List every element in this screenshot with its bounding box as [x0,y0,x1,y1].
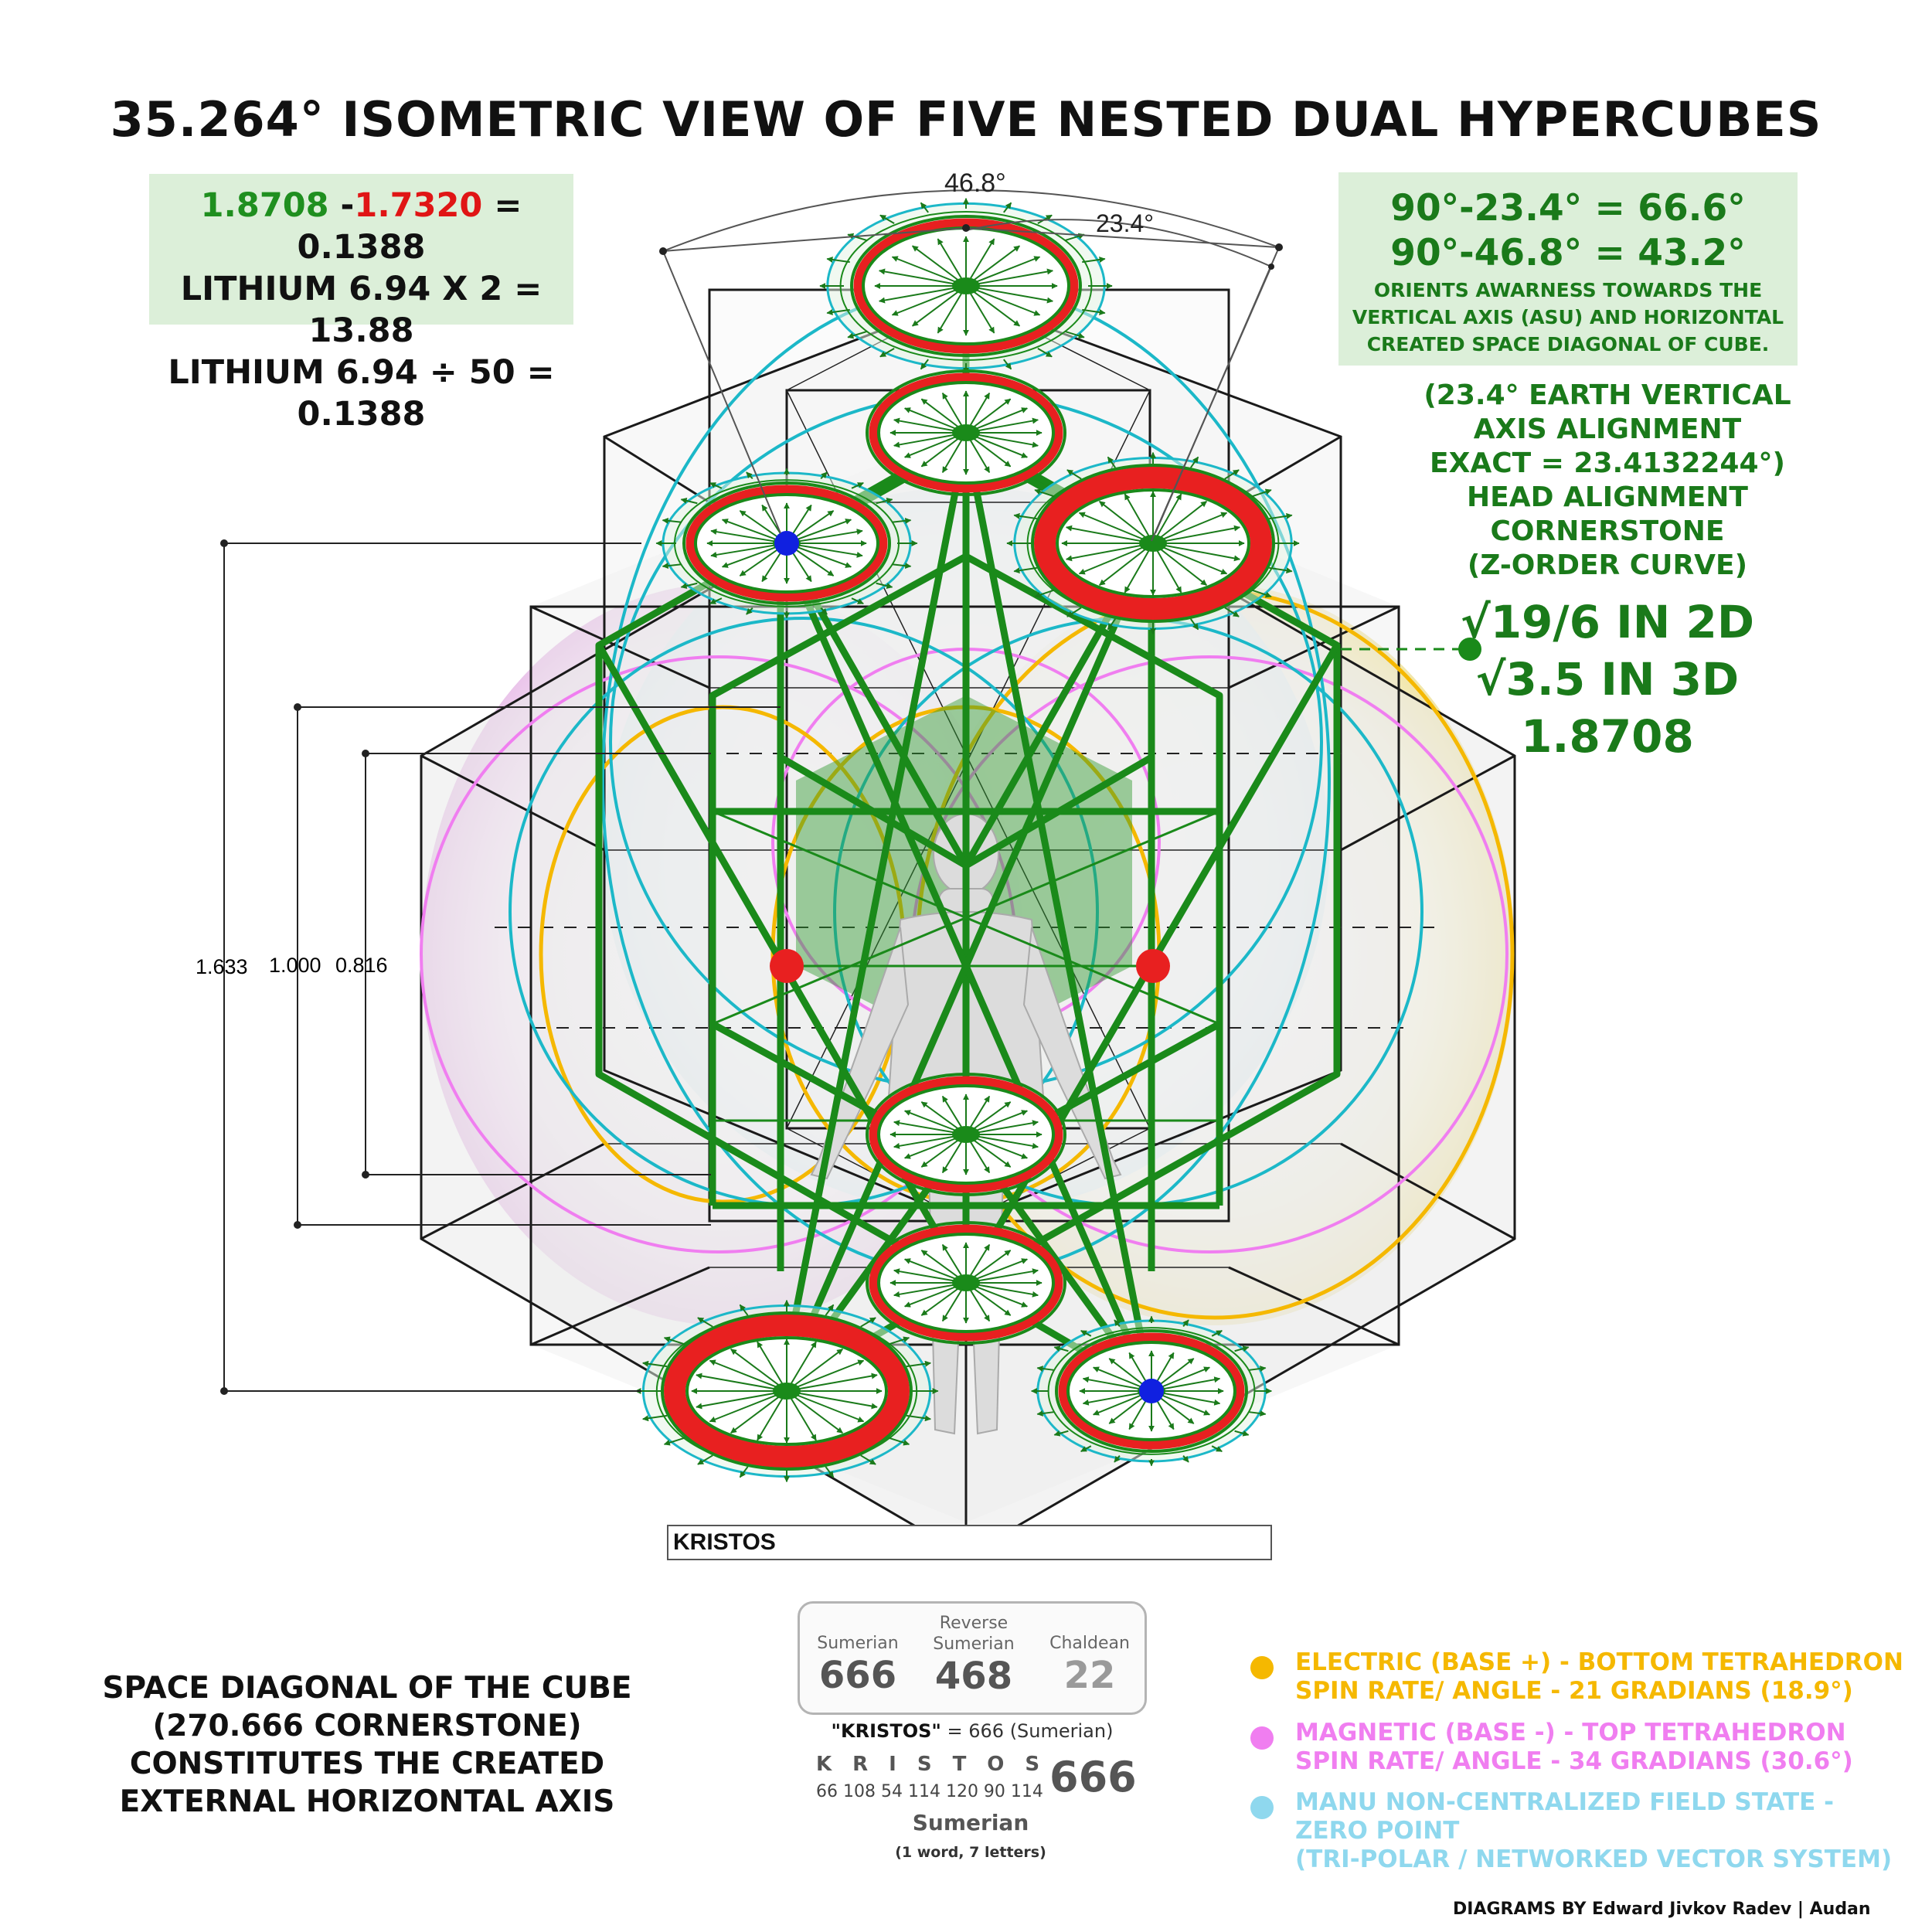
earth-note-line-3: EXACT = 23.4132244°) [1430,447,1785,479]
angle-label-outer: 46.8° [944,168,1006,198]
chaldean-label: Chaldean [1049,1634,1130,1653]
angle-label-inner: 23.4° [1096,209,1154,237]
angle-box: 90°-23.4° = 66.6° 90°-46.8° = 43.2° ORIE… [1338,172,1798,366]
crown-disc [819,198,1113,374]
lithium-line-2: LITHIUM 6.94 X 2 = 13.88 [180,270,543,350]
credit-line: DIAGRAMS BY Edward Jivkov Radev | Audan [1453,1900,1871,1919]
angle-arcs [662,189,1280,542]
kristos-letter-values: 66 108 54 114 120 90 114 [816,1782,1043,1801]
gematria-card: Sumerian 666 Reverse Sumerian 468 Chalde… [798,1601,1147,1715]
measure-1633: 1.633 [196,955,248,978]
space-diag-line-3: CONSTITUTES THE CREATED [129,1747,605,1781]
legend-text-electric: ELECTRIC (BASE +) - BOTTOM TETRAHEDRON S… [1295,1648,1903,1706]
page-title: 35.264° ISOMETRIC VIEW OF FIVE NESTED DU… [110,91,1822,148]
space-diag-line-2: (270.666 CORNERSTONE) [152,1709,582,1743]
angle-node-apex [962,224,970,232]
legend-dot-manu [1250,1796,1274,1819]
reverse-label: Sumerian [933,1634,1015,1654]
earth-note-line-6: (Z-ORDER CURVE) [1467,549,1748,581]
legend-manu-line-2: (TRI-POLAR / NETWORKED VECTOR SYSTEM) [1295,1845,1893,1873]
summary-word: "KRISTOS" [831,1720,941,1742]
lithium-line-3: LITHIUM 6.94 ÷ 50 = 0.1388 [168,353,555,434]
angle-node-right [1275,243,1283,251]
legend-dot-electric [1250,1656,1274,1679]
legend-manu-line-1: MANU NON-CENTRALIZED FIELD STATE - ZERO … [1295,1788,1835,1845]
measure-0816: 0.816 [335,954,388,977]
left-red-node [770,949,804,983]
legend-magnetic-line-1: MAGNETIC (BASE -) - TOP TETRAHEDRON [1295,1719,1846,1747]
equation-result: = 0.1388 [297,186,522,267]
angle-node-left [659,247,667,255]
gematria-summary: "KRISTOS" = 666 (Sumerian) [720,1720,1224,1742]
head-blue-node [774,531,799,556]
kristos-total: 666 [1049,1753,1137,1801]
third-eye-disc [866,369,1066,496]
angle-note-1: ORIENTS AWARNESS TOWARDS THE [1373,279,1763,301]
legend-electric-line-1: ELECTRIC (BASE +) - BOTTOM TETRAHEDRON [1295,1648,1903,1676]
angle-note-3: CREATED SPACE DIAGONAL OF CUBE. [1366,333,1770,355]
space-diag-line-1: SPACE DIAGONAL OF THE CUBE [102,1671,632,1706]
legend-electric-line-2: SPIN RATE/ ANGLE - 21 GRADIANS (18.9°) [1295,1677,1853,1705]
earth-axis-note: (23.4° EARTH VERTICAL AXIS ALIGNMENT EXA… [1345,379,1870,583]
reverse-label-top: Reverse [939,1614,1009,1633]
root-disc [866,1221,1066,1345]
reverse-sumerian-column: Reverse Sumerian 468 [916,1613,1032,1698]
earth-note-line-2: AXIS ALIGNMENT [1473,413,1742,445]
lithium-equation: 1.8708 -1.7320 = 0.1388 [149,185,573,268]
chaldean-value: 22 [1063,1654,1116,1697]
sqrt-2d: √19/6 IN 2D [1461,596,1754,648]
earth-note-line-5: CORNERSTONE [1490,515,1725,547]
chaldean-column: Chaldean 22 [1032,1633,1148,1697]
earth-note-line-4: HEAD ALIGNMENT [1467,481,1748,513]
value-a: 1.8708 [200,186,329,225]
foot-left-disc [634,1299,939,1483]
kristos-letters: KRISTOS [816,1753,1061,1776]
angle-eq-1: 90°-23.4° = 66.6° [1390,187,1746,230]
reverse-value: 468 [934,1655,1013,1698]
cipher-label: Sumerian [912,1810,1029,1835]
angle-eq-2: 90°-46.8° = 43.2° [1390,232,1746,274]
right-red-node [1136,949,1170,983]
measure-brackets [223,543,781,1392]
measure-1000: 1.000 [269,954,321,977]
value-b: 1.7320 [354,186,483,225]
angle-node-inner [1268,264,1274,270]
space-diag-line-4: EXTERNAL HORIZONTAL AXIS [119,1784,615,1819]
sqrt-3d: √3.5 IN 3D [1475,653,1740,706]
space-diagonal-note: SPACE DIAGONAL OF THE CUBE (270.666 CORN… [100,1669,634,1821]
sumerian-label: Sumerian [817,1634,899,1653]
gematria-search-input[interactable]: KRISTOS [667,1525,1272,1560]
sqrt-decimal: 1.8708 [1521,710,1694,763]
lithium-box: 1.8708 -1.7320 = 0.1388 LITHIUM 6.94 X 2… [149,174,573,434]
measure-nodes [220,539,369,1395]
foot-blue-node [1139,1379,1164,1403]
legend-text-manu: MANU NON-CENTRALIZED FIELD STATE - ZERO … [1295,1788,1907,1874]
sqrt-values: √19/6 IN 2D √3.5 IN 3D 1.8708 [1391,594,1824,765]
sacral-disc [866,1073,1066,1196]
legend-text-magnetic: MAGNETIC (BASE -) - TOP TETRAHEDRON SPIN… [1295,1719,1853,1776]
sumerian-value: 666 [818,1654,897,1697]
head-right-disc [1006,451,1300,635]
pointer-dot [1458,638,1481,661]
sumerian-column: Sumerian 666 [800,1633,916,1697]
legend-dot-magnetic [1250,1726,1274,1750]
legend-magnetic-line-2: SPIN RATE/ ANGLE - 34 GRADIANS (30.6°) [1295,1747,1853,1775]
minus-sign: - [328,186,355,225]
word-count: (1 word, 7 letters) [895,1844,1046,1861]
summary-rest: = 666 (Sumerian) [940,1720,1114,1742]
earth-note-line-1: (23.4° EARTH VERTICAL [1423,379,1791,411]
angle-note-2: VERTICAL AXIS (ASU) AND HORIZONTAL [1352,306,1784,328]
